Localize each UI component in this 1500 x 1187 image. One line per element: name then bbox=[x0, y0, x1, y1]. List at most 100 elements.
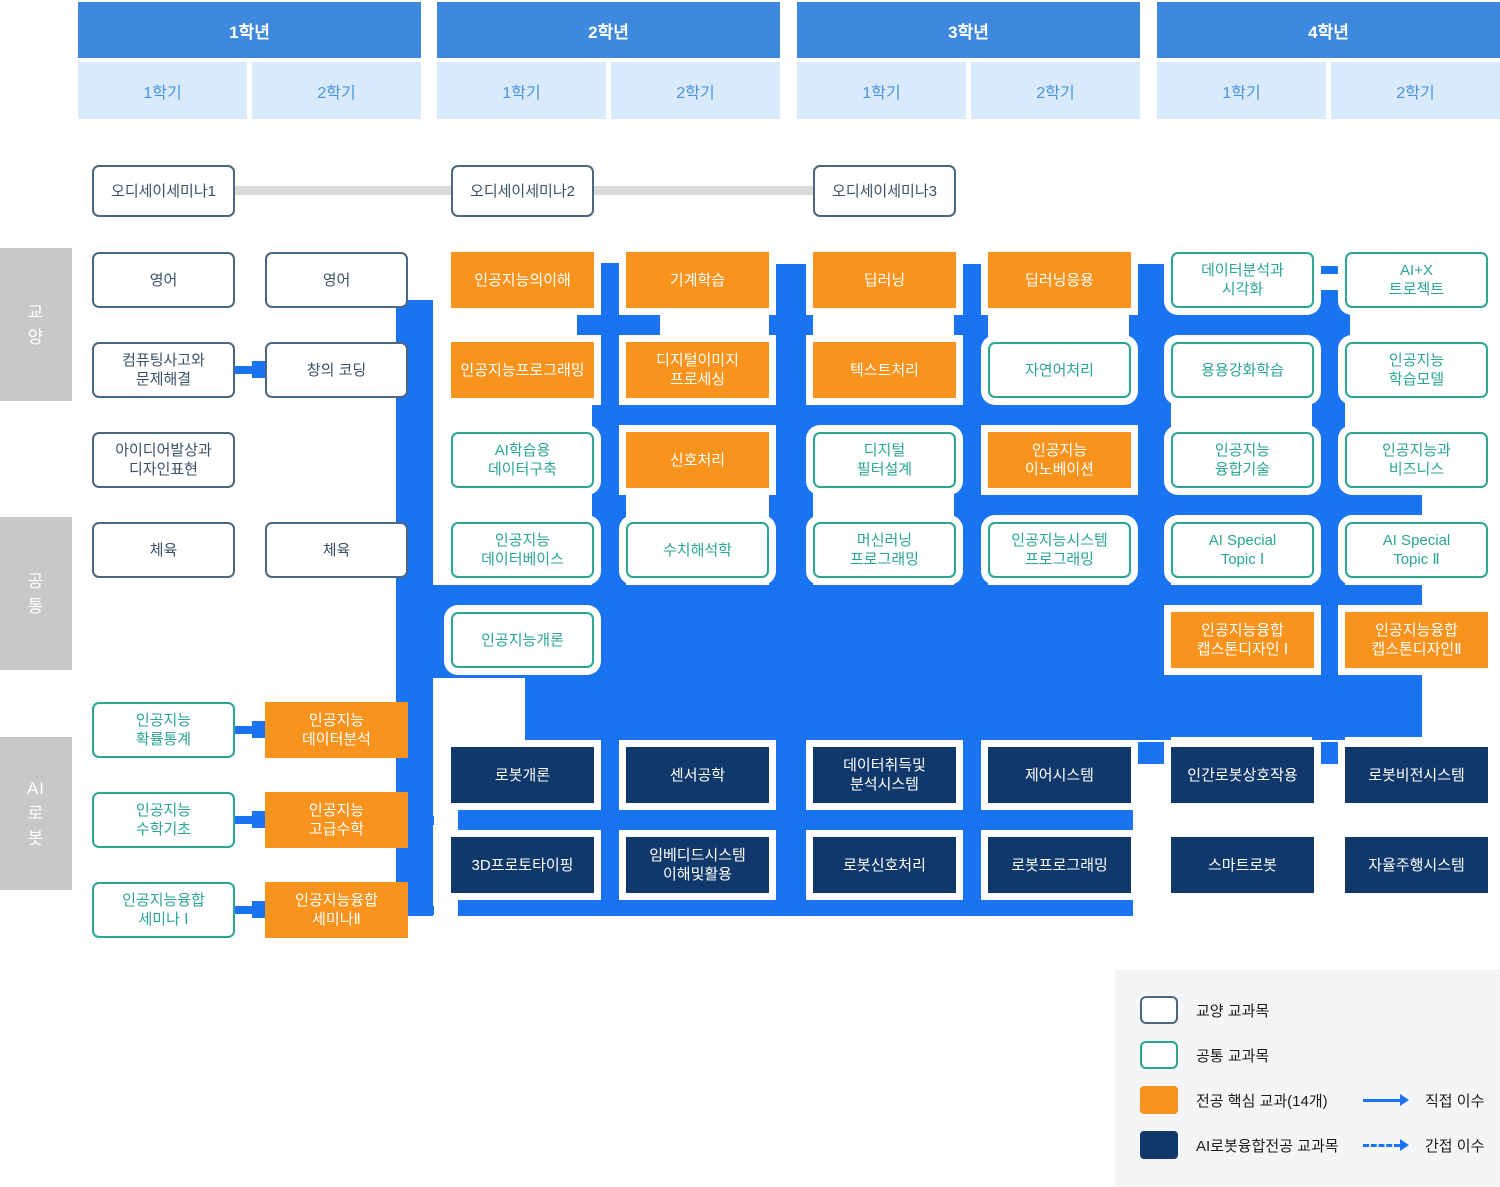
flow-arrow-solid-icon bbox=[1363, 1098, 1400, 1102]
odyssey-course-box: 오디세이세미나2 bbox=[451, 165, 594, 217]
legend-label: AI로봇융합전공 교과목 bbox=[1196, 1137, 1339, 1155]
legend-flow: 직접 이수 bbox=[1363, 1086, 1484, 1114]
course-box-core: 텍스트처리 bbox=[813, 342, 956, 398]
course-box-common: 인공지능 데이터베이스 bbox=[451, 522, 594, 578]
course-box-core: 딥러닝 bbox=[813, 252, 956, 308]
course-box-robot: 로봇비전시스템 bbox=[1345, 747, 1488, 803]
legend-item: 전공 핵심 교과(14개) bbox=[1140, 1086, 1328, 1114]
prerequisite-connector bbox=[954, 488, 1422, 522]
course-box-general: 컴퓨팅사고와 문제해결 bbox=[92, 342, 235, 398]
prerequisite-connector bbox=[230, 816, 254, 824]
course-box-core: 인공지능융합 세미나Ⅱ bbox=[265, 882, 408, 938]
prerequisite-connector bbox=[594, 357, 626, 362]
semester-cell: 2학기 bbox=[252, 62, 421, 119]
course-box-core: 디지털이미지 프로세싱 bbox=[626, 342, 769, 398]
course-box-general: 체육 bbox=[92, 522, 235, 578]
course-box-common: 인공지능시스템 프로그래밍 bbox=[988, 522, 1131, 578]
course-box-common: AI학습용 데이터구축 bbox=[451, 432, 594, 488]
course-box-robot: 인간로봇상호작용 bbox=[1171, 747, 1314, 803]
legend-item: 공통 교과목 bbox=[1140, 1041, 1269, 1069]
course-box-common: 자연어처리 bbox=[988, 342, 1131, 398]
legend-swatch-icon bbox=[1140, 1131, 1178, 1159]
course-box-common: 인공지능 학습모델 bbox=[1345, 342, 1488, 398]
year-label: 1학년 bbox=[78, 2, 421, 58]
course-box-common: 인공지능과 비즈니스 bbox=[1345, 432, 1488, 488]
course-box-general: 체육 bbox=[265, 522, 408, 578]
prerequisite-connector bbox=[1129, 312, 1350, 342]
course-box-common: 인공지능 수학기초 bbox=[92, 792, 235, 848]
semester-cell: 1학기 bbox=[78, 62, 247, 119]
course-box-robot: 3D프로토타이핑 bbox=[451, 837, 594, 893]
year-column: 3학년 1학기 2학기 bbox=[797, 2, 1140, 119]
year-label: 4학년 bbox=[1157, 2, 1500, 58]
course-box-core: 기계학습 bbox=[626, 252, 769, 308]
course-box-core: 인공지능의이해 bbox=[451, 252, 594, 308]
prerequisite-connector bbox=[230, 366, 254, 374]
odyssey-connector-line bbox=[594, 186, 813, 195]
course-box-core: 인공지능 데이터분석 bbox=[265, 702, 408, 758]
legend-item: AI로봇융합전공 교과목 bbox=[1140, 1131, 1339, 1159]
prerequisite-connector bbox=[594, 263, 626, 268]
legend-flow: 간접 이수 bbox=[1363, 1131, 1484, 1159]
course-box-core: 인공지능 고급수학 bbox=[265, 792, 408, 848]
prerequisite-connector bbox=[408, 726, 434, 735]
course-box-general: 영어 bbox=[265, 252, 408, 308]
course-box-common: 수치해석학 bbox=[626, 522, 769, 578]
prerequisite-connector bbox=[252, 901, 265, 918]
course-box-common: 인공지능개론 bbox=[451, 612, 594, 668]
year-column: 1학년 1학기 2학기 bbox=[78, 2, 421, 119]
course-box-robot: 로봇신호처리 bbox=[813, 837, 956, 893]
semester-cell: 1학기 bbox=[437, 62, 606, 119]
semester-cell: 2학기 bbox=[971, 62, 1140, 119]
prerequisite-connector bbox=[408, 906, 434, 915]
course-box-core: 인공지능융합 캡스톤디자인 Ⅰ bbox=[1171, 612, 1314, 668]
course-box-robot: 자율주행시스템 bbox=[1345, 837, 1488, 893]
course-box-robot: 스마트로봇 bbox=[1171, 837, 1314, 893]
course-box-robot: 로봇프로그래밍 bbox=[988, 837, 1131, 893]
legend-swatch-icon bbox=[1140, 1086, 1178, 1114]
semester-cell: 1학기 bbox=[797, 62, 966, 119]
flow-arrow-dashed-icon bbox=[1363, 1143, 1400, 1147]
flow-arrow-head-icon bbox=[1400, 1094, 1409, 1106]
odyssey-connector-line bbox=[234, 186, 451, 195]
course-box-core: 딥러닝응용 bbox=[988, 252, 1131, 308]
legend-item: 교양 교과목 bbox=[1140, 996, 1269, 1024]
course-box-common: AI Special Topic Ⅱ bbox=[1345, 522, 1488, 578]
prerequisite-connector bbox=[1314, 266, 1345, 274]
flow-label: 간접 이수 bbox=[1425, 1137, 1485, 1155]
course-box-common: AI+X 트로젝트 bbox=[1345, 252, 1488, 308]
course-box-common: 인공지능융합 세미나 Ⅰ bbox=[92, 882, 235, 938]
prerequisite-connector bbox=[592, 398, 1171, 432]
course-box-common: 데이터분석과 시각화 bbox=[1171, 252, 1314, 308]
semester-cell: 2학기 bbox=[611, 62, 780, 119]
prerequisite-connector bbox=[252, 721, 265, 738]
course-box-general: 아이디어발상과 디자인표현 bbox=[92, 432, 235, 488]
year-label: 2학년 bbox=[437, 2, 780, 58]
prerequisite-connector bbox=[594, 369, 626, 374]
prerequisite-connector bbox=[408, 816, 434, 825]
course-box-robot: 임베디드시스템 이해및활용 bbox=[626, 837, 769, 893]
odyssey-course-box: 오디세이세미나1 bbox=[92, 165, 235, 217]
prerequisite-connector bbox=[1314, 360, 1345, 368]
legend-swatch-icon bbox=[1140, 1041, 1178, 1069]
legend-label: 전공 핵심 교과(14개) bbox=[1196, 1092, 1328, 1110]
prerequisite-connector bbox=[230, 906, 254, 914]
year-label: 3학년 bbox=[797, 2, 1140, 58]
odyssey-course-box: 오디세이세미나3 bbox=[813, 165, 956, 217]
course-box-common: AI Special Topic Ⅰ bbox=[1171, 522, 1314, 578]
course-box-common: 머신러닝 프로그래밍 bbox=[813, 522, 956, 578]
course-box-robot: 센서공학 bbox=[626, 747, 769, 803]
course-box-core: 신호처리 bbox=[626, 432, 769, 488]
legend-panel: 교양 교과목 공통 교과목 전공 핵심 교과(14개) AI로봇융합전공 교과목… bbox=[1115, 970, 1500, 1187]
prerequisite-connector bbox=[594, 275, 626, 280]
course-box-robot: 로봇개론 bbox=[451, 747, 594, 803]
prerequisite-connector bbox=[252, 361, 265, 378]
semester-cell: 1학기 bbox=[1157, 62, 1326, 119]
flow-label: 직접 이수 bbox=[1425, 1092, 1485, 1110]
course-box-core: 인공지능 이노베이션 bbox=[988, 432, 1131, 488]
prerequisite-connector bbox=[577, 308, 660, 342]
course-box-common: 용용강화학습 bbox=[1171, 342, 1314, 398]
